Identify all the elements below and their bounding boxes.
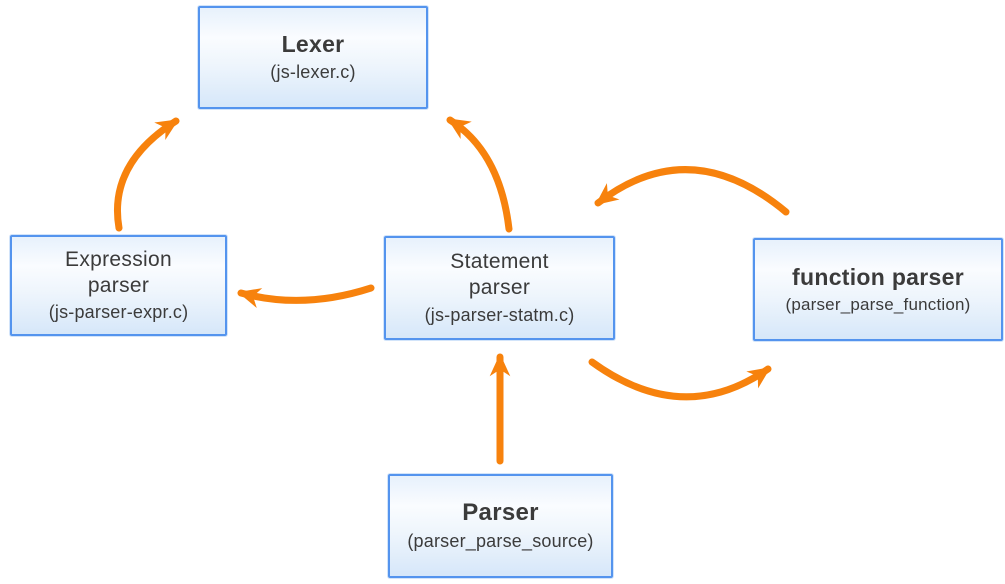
- node-function-parser: function parser (parser_parse_function): [753, 238, 1003, 341]
- node-lexer-title: Lexer: [281, 31, 345, 58]
- node-statement-parser-title: Statement parser: [450, 250, 549, 300]
- node-lexer-subtitle: (js-lexer.c): [270, 62, 356, 83]
- arrow-statement-parser-to-lexer: [446, 116, 513, 233]
- arrow-expression-parser-to-lexer: [114, 117, 180, 232]
- node-function-parser-subtitle: (parser_parse_function): [785, 294, 971, 314]
- node-parser-title: Parser: [462, 499, 539, 527]
- node-expression-parser-subtitle: (js-parser-expr.c): [48, 302, 189, 323]
- node-expression-parser-title: Expression parser: [65, 247, 172, 297]
- node-statement-parser-subtitle: (js-parser-statm.c): [424, 304, 575, 325]
- arrow-statement-parser-to-expression-parser: [237, 284, 375, 309]
- node-statement-parser: Statement parser (js-parser-statm.c): [384, 236, 615, 340]
- node-parser-subtitle: (parser_parse_source): [407, 531, 594, 552]
- node-lexer: Lexer (js-lexer.c): [198, 6, 428, 109]
- node-parser: Parser (parser_parse_source): [388, 474, 613, 578]
- node-expression-parser: Expression parser (js-parser-expr.c): [10, 235, 227, 336]
- arrow-function-parser-to-statement-parser: [594, 166, 790, 216]
- node-function-parser-title: function parser: [792, 264, 964, 291]
- arrow-statement-parser-to-function-parser: [588, 358, 772, 401]
